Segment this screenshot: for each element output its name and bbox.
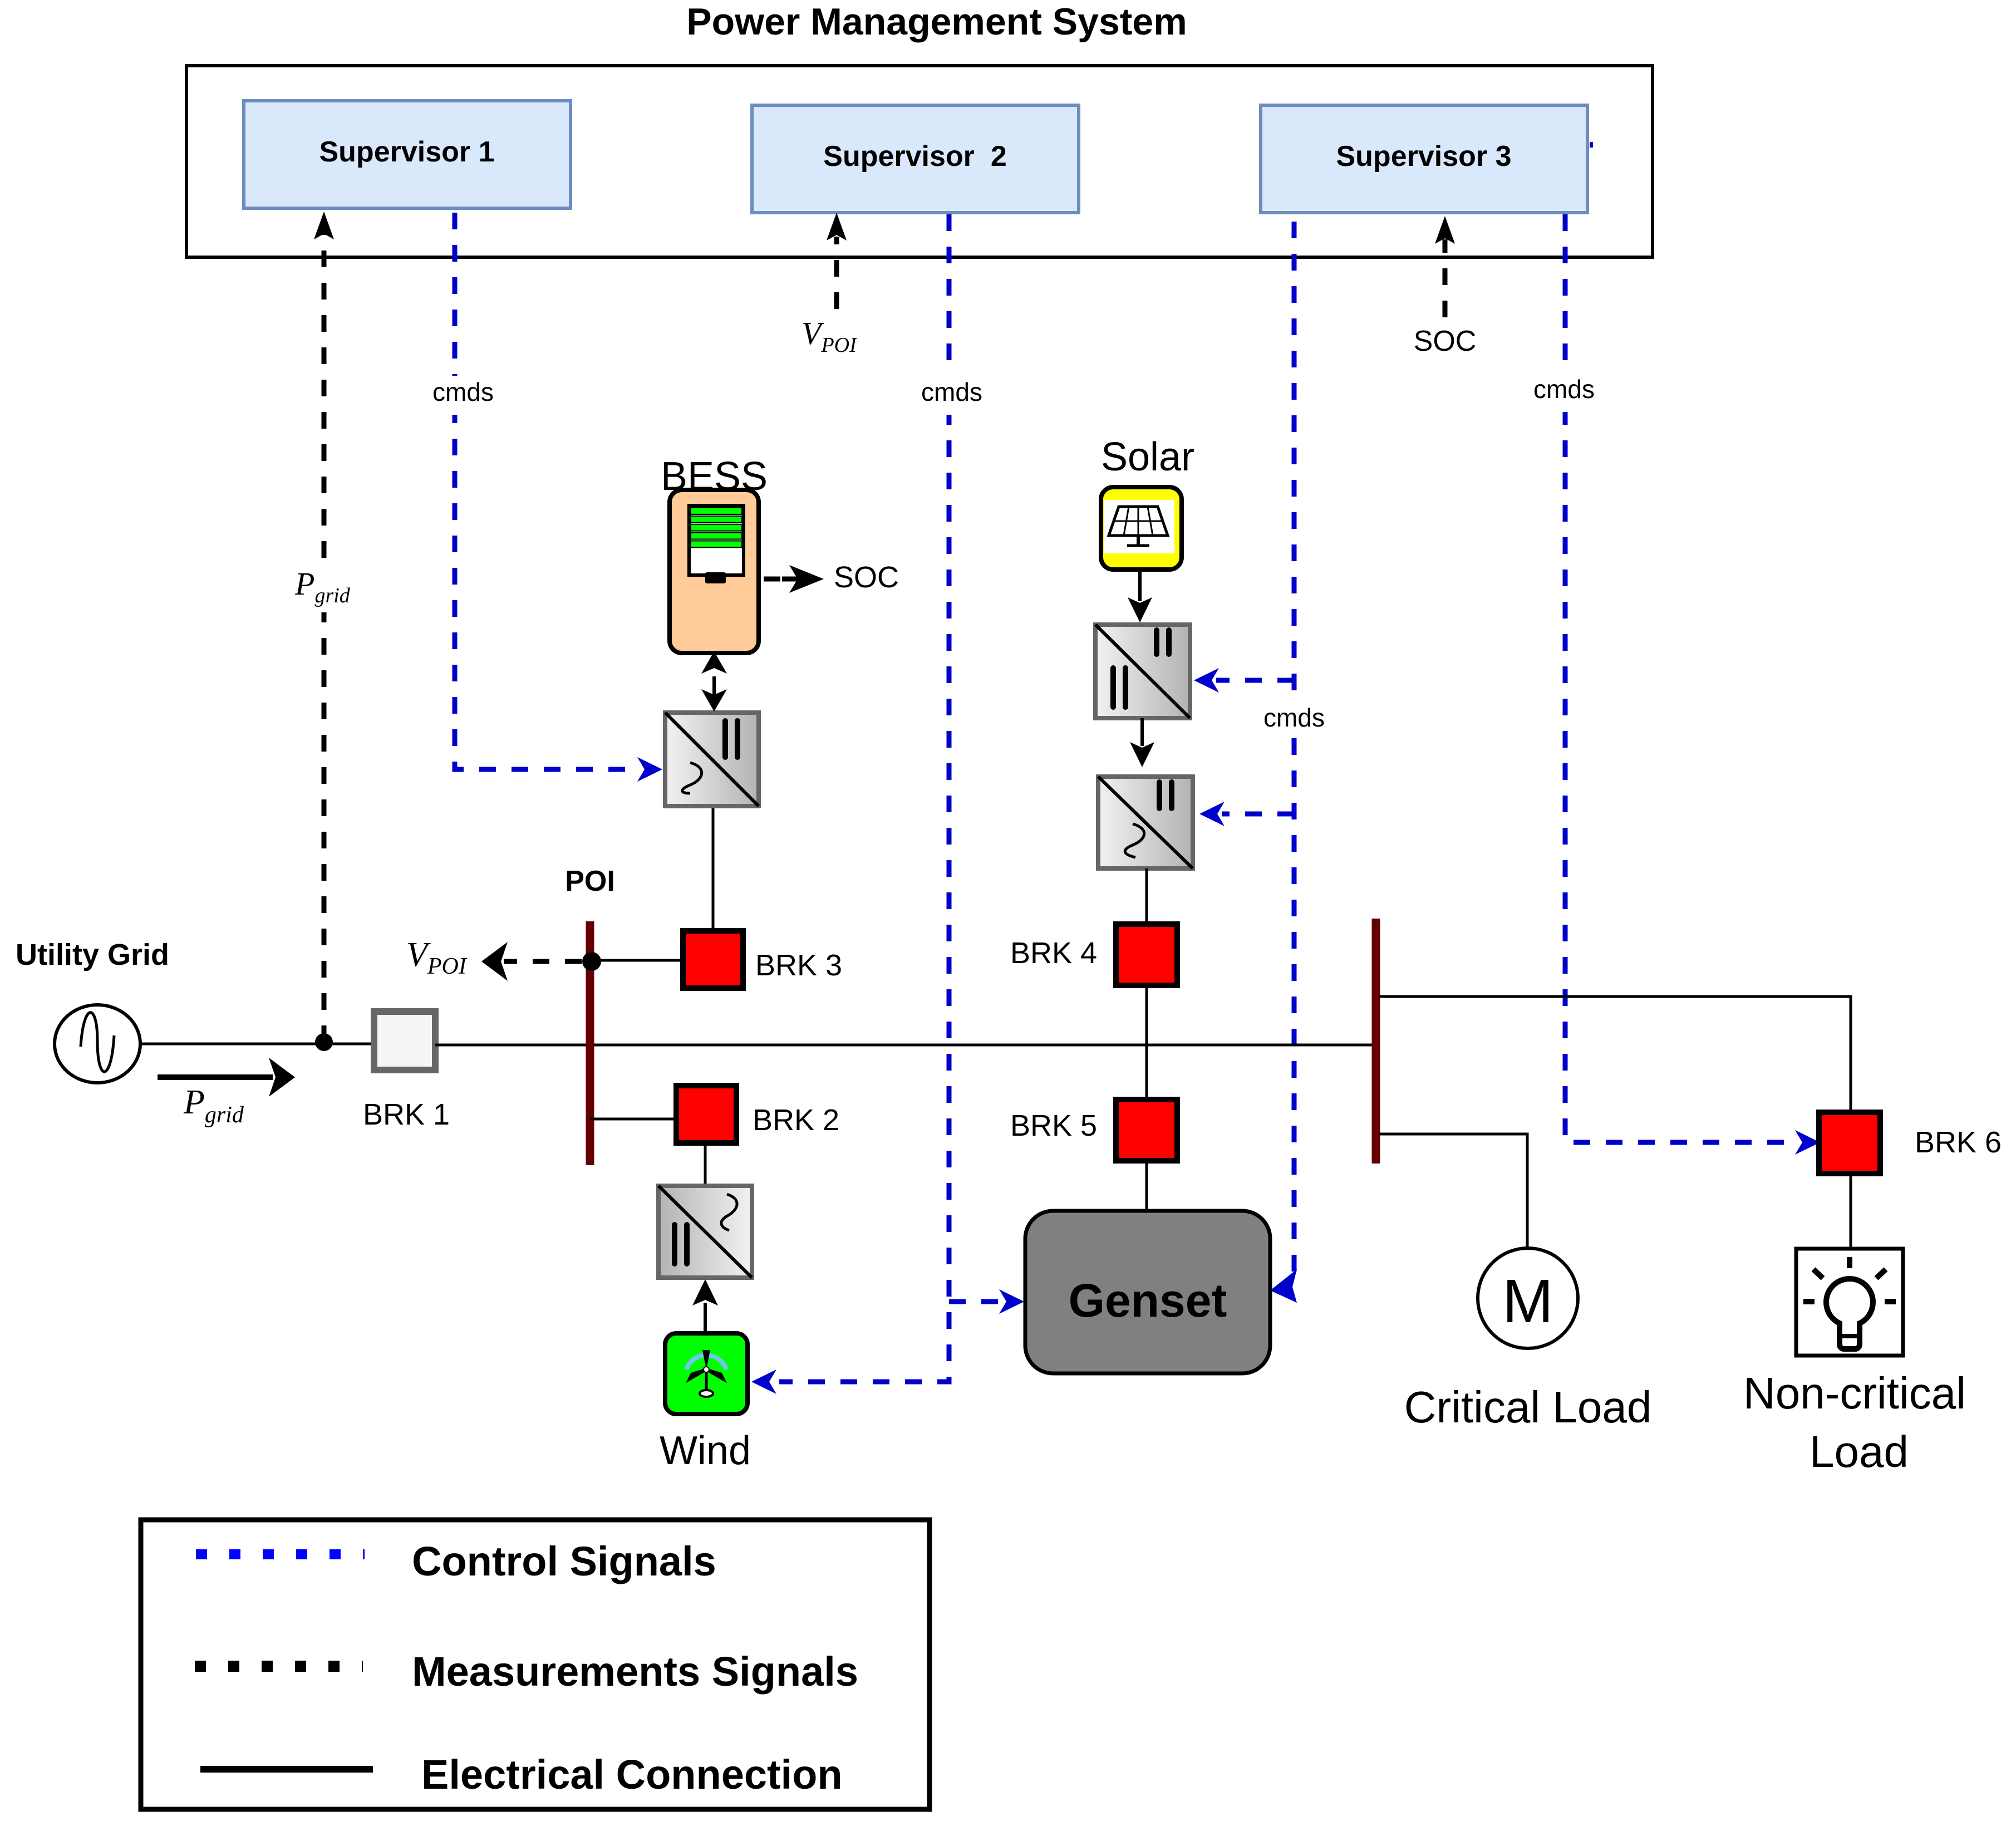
wind-turbine[interactable] [663, 1331, 750, 1416]
battery-soc-bars [690, 507, 743, 548]
brk2-label: BRK 2 [753, 1103, 839, 1137]
dcdc-to-inverter-arrow-icon [1130, 742, 1154, 767]
brk3-breaker[interactable] [680, 928, 746, 991]
brk1-breaker[interactable] [371, 1008, 439, 1073]
pgrid-flow-arrowhead-icon [269, 1058, 295, 1097]
ac-symbol-icon [1123, 822, 1146, 859]
soc-bar [690, 523, 743, 532]
sup1-cmds-label: cmds [432, 377, 494, 406]
brk4-breaker[interactable] [1113, 921, 1180, 988]
brk6-breaker[interactable] [1816, 1110, 1883, 1176]
motor-symbol: M [1502, 1267, 1553, 1336]
noncritical-load-label-line1: Non-critical [1743, 1368, 1966, 1418]
battery-terminal-icon [705, 572, 726, 583]
critical-load-motor[interactable]: M [1476, 1246, 1580, 1350]
solar-dcdc-converter[interactable] [1093, 622, 1192, 720]
soc-output-arrowhead-icon [789, 565, 824, 593]
wind-to-converter-arrow-icon [692, 1279, 718, 1305]
bess-up-arrow-icon [701, 651, 727, 674]
brk5-breaker[interactable] [1113, 1097, 1180, 1164]
legend-item-measurement: Measurements Signals [195, 1648, 858, 1695]
utility-grid-source[interactable] [53, 1003, 142, 1084]
turbine-blade-icon [702, 1350, 710, 1370]
turbine-blade-icon [686, 1368, 707, 1383]
legend-item-control: Control Signals [196, 1538, 716, 1584]
noncritical-load-label-line2: Load [1810, 1427, 1909, 1476]
bess-cmd-arrowhead-icon [637, 757, 662, 782]
genset[interactable]: Genset [1023, 1209, 1272, 1376]
genset-right-cmd-arrowhead-icon [1270, 1269, 1297, 1303]
brk6-label: BRK 6 [1915, 1126, 2002, 1159]
bess-inverter[interactable] [663, 710, 761, 808]
brk1-label: BRK 1 [363, 1098, 450, 1131]
ac-symbol-icon [681, 761, 704, 795]
noncritical-load[interactable] [1794, 1246, 1905, 1358]
soc-bar [690, 515, 743, 523]
critical-load-label: Critical Load [1404, 1382, 1652, 1432]
supervisor-3-label: Supervisor 3 [1336, 140, 1511, 173]
brk6-cmd-arrowhead-icon [1795, 1130, 1820, 1155]
pms-frame [185, 64, 1654, 259]
soc-arrowhead-icon [1435, 216, 1455, 244]
sup3-solar-cmds-label: cmds [1263, 703, 1325, 732]
critical-feeder [1379, 1132, 1529, 1248]
solar-to-dcdc-arrow-icon [1128, 597, 1152, 622]
supervisor-3[interactable]: Supervisor 3 [1259, 104, 1589, 214]
sup2-cmds-label: cmds [921, 377, 982, 406]
brk4-label: BRK 4 [1010, 936, 1097, 970]
soc-bar [690, 540, 743, 548]
solar-panel[interactable] [1099, 485, 1184, 572]
vpoi-label: VPOI [406, 936, 468, 979]
bess-battery[interactable] [667, 488, 761, 655]
solar-label: Solar [1101, 435, 1194, 479]
brk2-breaker[interactable] [673, 1083, 739, 1146]
pgrid-flow-label: Pgrid [183, 1083, 244, 1128]
pgrid-measure-node [315, 1033, 333, 1051]
noncritical-feeder [1379, 995, 1852, 1112]
supervisor-2-label: Supervisor 2 [823, 140, 1006, 173]
utility-grid-label: Utility Grid [16, 938, 169, 971]
legend-electrical-label: Electrical Connection [421, 1751, 843, 1798]
bess-down-arrow-icon [701, 689, 727, 711]
ac-sine-icon [79, 1011, 116, 1073]
vpoi-arrow-icon [481, 942, 508, 981]
solar-inverter-cmd-arrowhead-icon [1199, 802, 1225, 826]
soc-bar [690, 532, 743, 540]
vpoi-arrowhead-icon [827, 213, 847, 240]
supervisor-1[interactable]: Supervisor 1 [242, 99, 572, 210]
solar-dcdc-cmd-arrowhead-icon [1194, 668, 1219, 693]
legend: Control Signals Measurements Signals Ele… [138, 1517, 932, 1812]
supervisor-1-label: Supervisor 1 [319, 136, 494, 168]
legend-control-label: Control Signals [412, 1538, 716, 1584]
stray-control-mark [1590, 142, 1593, 148]
solar-inverter[interactable] [1096, 774, 1195, 871]
vpoi-sup-label: VPOI [802, 315, 858, 357]
soc-sup-label: SOC [1414, 325, 1477, 357]
sup3-brk6-cmds-label: cmds [1533, 375, 1595, 404]
bess-soc-label: SOC [834, 561, 899, 594]
sup3-cmds-line-right [1562, 214, 1798, 1145]
wind-cmd-arrowhead-icon [751, 1370, 776, 1394]
sup2-cmds-line [779, 214, 952, 1385]
turbine-blade-icon [705, 1368, 727, 1383]
sup1-cmds-line [452, 213, 635, 772]
supervisor-2[interactable]: Supervisor 2 [750, 104, 1080, 214]
wind-label: Wind [660, 1429, 751, 1473]
page-title: Power Management System [686, 1, 1187, 43]
pgrid-meas-label: Pgrid [294, 566, 351, 607]
legend-measurement-label: Measurements Signals [412, 1648, 858, 1695]
ac-symbol-icon [720, 1192, 739, 1232]
poi-label: POI [565, 865, 615, 897]
lightbulb-icon [1803, 1257, 1896, 1352]
legend-item-electrical: Electrical Connection [200, 1751, 843, 1798]
soc-bar [690, 507, 743, 515]
genset-left-cmd-arrowhead-icon [999, 1289, 1024, 1314]
genset-label: Genset [1069, 1274, 1227, 1327]
pgrid-arrowhead-icon [314, 212, 334, 239]
brk5-label: BRK 5 [1010, 1109, 1097, 1142]
brk3-label: BRK 3 [755, 949, 842, 982]
wind-converter[interactable] [656, 1184, 754, 1280]
